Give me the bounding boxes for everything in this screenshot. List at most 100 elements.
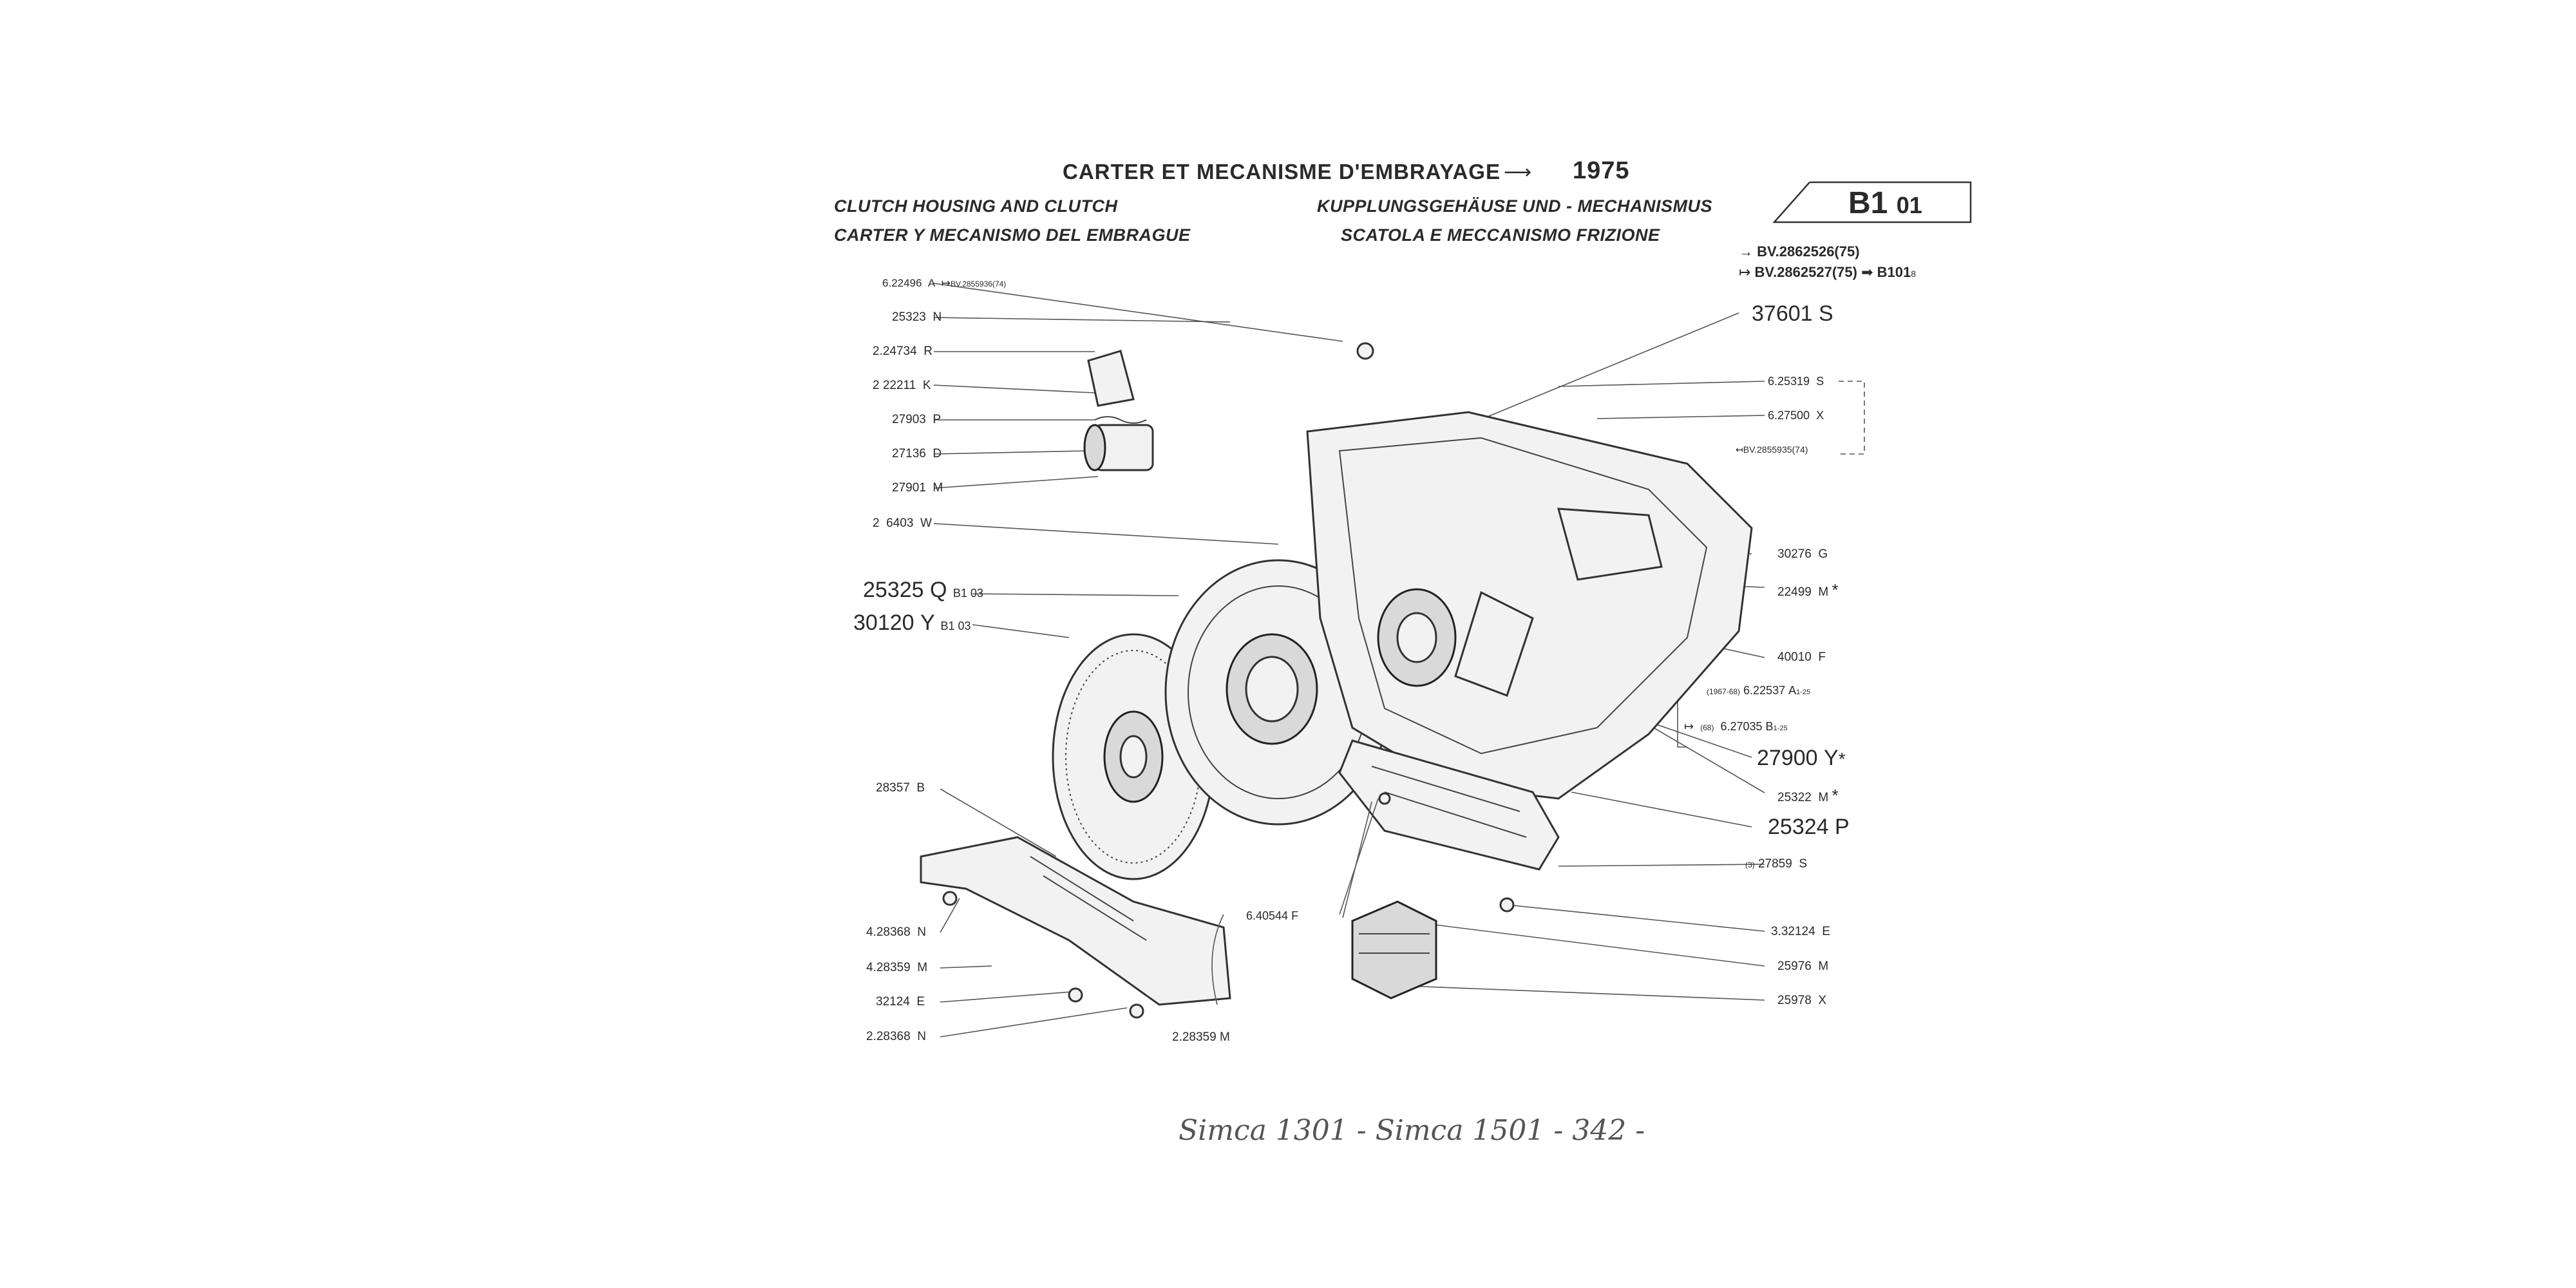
left-bottom-2-letter: N — [917, 925, 926, 939]
right-label-12: 25324 P — [1768, 815, 1850, 840]
left-bottom-label-3: 4.28359 M — [866, 961, 927, 975]
section-code: B1 01 — [1848, 185, 1922, 221]
left-label-2-num: 25323 — [892, 310, 926, 324]
right-label-14-num: 3.32124 — [1771, 925, 1815, 938]
right-label-5: 30276 G — [1777, 547, 1828, 562]
right-label-9: ↦ (68) 6.27035 B1-25 — [1684, 720, 1788, 733]
left-bottom-4-letter: E — [916, 995, 925, 1009]
left-label-8-num: 6403 — [886, 516, 914, 530]
right-label-8-letter: A — [1788, 684, 1797, 697]
right-label-16-letter: X — [1818, 994, 1827, 1007]
left-bottom-3-letter: M — [917, 961, 928, 974]
left-bottom-4-num: 32124 — [876, 995, 910, 1009]
left-bottom-2-prefix: 4. — [866, 925, 876, 939]
footer-signature: Simca 1301 - Simca 1501 - 342 - — [1179, 1114, 1645, 1147]
left-label-6: 27136 D — [892, 447, 942, 461]
year-arrow: ⟶ — [1504, 162, 1532, 183]
left-large-label-1: 25325 Q B1 03 — [863, 578, 983, 603]
right-label-6-note: * — [1832, 580, 1839, 600]
left-label-2: 25323 N — [892, 310, 942, 325]
right-label-10-letter: Y — [1824, 746, 1839, 770]
ref-target: B101 — [1877, 264, 1911, 280]
right-label-15-num: 25976 — [1777, 960, 1812, 973]
center-label-1: 6.40544 F — [1246, 909, 1299, 922]
left-label-8: 2 6403 W — [873, 516, 932, 531]
right-label-10: 27900 Y* — [1757, 746, 1846, 771]
right-label-7-num: 40010 — [1777, 650, 1812, 664]
ref-arrow-2: ↦ — [1739, 264, 1755, 280]
section-code-sub: 01 — [1896, 192, 1922, 218]
left-bottom-label-4: 32124 E — [876, 995, 925, 1009]
right-label-6: 22499 M * — [1777, 580, 1839, 600]
title-de: KUPPLUNGSGEHÄUSE UND - MECHANISMUS — [1317, 196, 1713, 216]
left-label-4-num: 22211 — [882, 379, 916, 392]
left-label-7-letter: M — [933, 481, 943, 495]
right-label-11-num: 25322 — [1777, 791, 1812, 804]
left-bottom-label-2: 4.28368 N — [866, 925, 926, 940]
left-bottom-2-num: 28368 — [876, 925, 911, 939]
right-label-16: 25978 X — [1777, 994, 1826, 1008]
left-large-2-letter: Y — [920, 611, 935, 635]
right-label-7: 40010 F — [1777, 650, 1826, 665]
left-label-3-letter: R — [923, 345, 933, 358]
right-label-13-pre: (3) — [1745, 860, 1755, 869]
left-label-3: 2.24734 R — [873, 345, 933, 359]
starter-motor-drawing — [1083, 350, 1154, 471]
left-label-5-letter: P — [933, 413, 942, 426]
left-label-4-letter: K — [922, 379, 931, 392]
left-label-1-prefix: 6. — [882, 277, 892, 289]
left-large-1-num: 25325 — [863, 578, 924, 602]
left-label-1-letter: A — [927, 277, 936, 289]
right-label-2-num: 6.25319 — [1768, 375, 1810, 388]
right-label-12-letter: P — [1835, 815, 1850, 839]
left-leader-lines — [933, 283, 1343, 1037]
right-label-14-letter: E — [1822, 925, 1830, 938]
left-label-4-prefix: 2 — [873, 379, 880, 392]
left-bottom-label-1: 28357 B — [876, 781, 925, 795]
bolt-drawings — [942, 342, 1515, 1019]
right-label-5-num: 30276 — [1777, 547, 1812, 561]
left-label-1: 6.22496 A ↦BV.2855936(74) — [882, 277, 1007, 289]
title-es: CARTER Y MECANISMO DEL EMBRAGUE — [834, 225, 1191, 245]
right-label-16-num: 25978 — [1777, 994, 1812, 1007]
title-en: CLUTCH HOUSING AND CLUTCH — [834, 196, 1118, 216]
left-label-4: 2 22211 K — [873, 379, 931, 393]
left-large-2-ref: B1 03 — [940, 620, 971, 632]
right-label-11-note: * — [1832, 786, 1839, 805]
right-label-12-num: 25324 — [1768, 815, 1829, 839]
left-large-1-ref: B1 03 — [952, 587, 983, 600]
left-label-3-prefix: 2. — [873, 345, 883, 358]
right-label-3: 6.27500 X — [1768, 409, 1824, 422]
left-label-5-num: 27903 — [892, 413, 926, 426]
right-label-2: 6.25319 S — [1768, 375, 1824, 388]
title-year: 1975 — [1573, 157, 1630, 184]
right-label-4: ↤BV.2855935(74) — [1736, 444, 1808, 455]
right-label-2-letter: S — [1816, 375, 1824, 388]
right-label-14: 3.32124 E — [1771, 925, 1830, 939]
ref-target-arrow: ➡ — [1861, 264, 1877, 280]
right-label-5-letter: G — [1818, 547, 1828, 561]
left-label-6-num: 27136 — [892, 447, 926, 460]
left-label-8-prefix: 2 — [873, 516, 880, 530]
right-label-9-pre: (68) — [1700, 723, 1714, 732]
right-label-13-num: 27859 — [1757, 857, 1792, 871]
right-label-8-num: 6.22537 — [1743, 684, 1786, 697]
left-label-7: 27901 M — [892, 481, 943, 495]
ref-arrow-1: → — [1739, 243, 1757, 260]
right-label-7-letter: F — [1818, 650, 1826, 664]
left-label-3-num: 24734 — [882, 345, 917, 358]
left-bottom-5-letter: N — [917, 1030, 926, 1043]
right-label-13: (3) 27859 S — [1745, 857, 1807, 871]
left-label-7-num: 27901 — [892, 481, 926, 495]
ref-target-suffix: 8 — [1911, 269, 1917, 279]
left-label-2-letter: N — [933, 310, 942, 324]
ref-line-2: ↦ BV.2862527(75) ➡ B1018 — [1739, 264, 1916, 281]
right-label-8-note: 1-25 — [1796, 688, 1811, 696]
title-it: SCATOLA E MECCANISMO FRIZIONE — [1341, 225, 1660, 245]
ref-line-1: → BV.2862526(75) — [1739, 243, 1860, 260]
right-label-1-letter: S — [1819, 301, 1833, 326]
left-bottom-label-5: 2.28368 N — [866, 1030, 926, 1044]
right-label-1-num: 37601 — [1752, 301, 1813, 326]
right-label-6-letter: M — [1818, 585, 1829, 599]
